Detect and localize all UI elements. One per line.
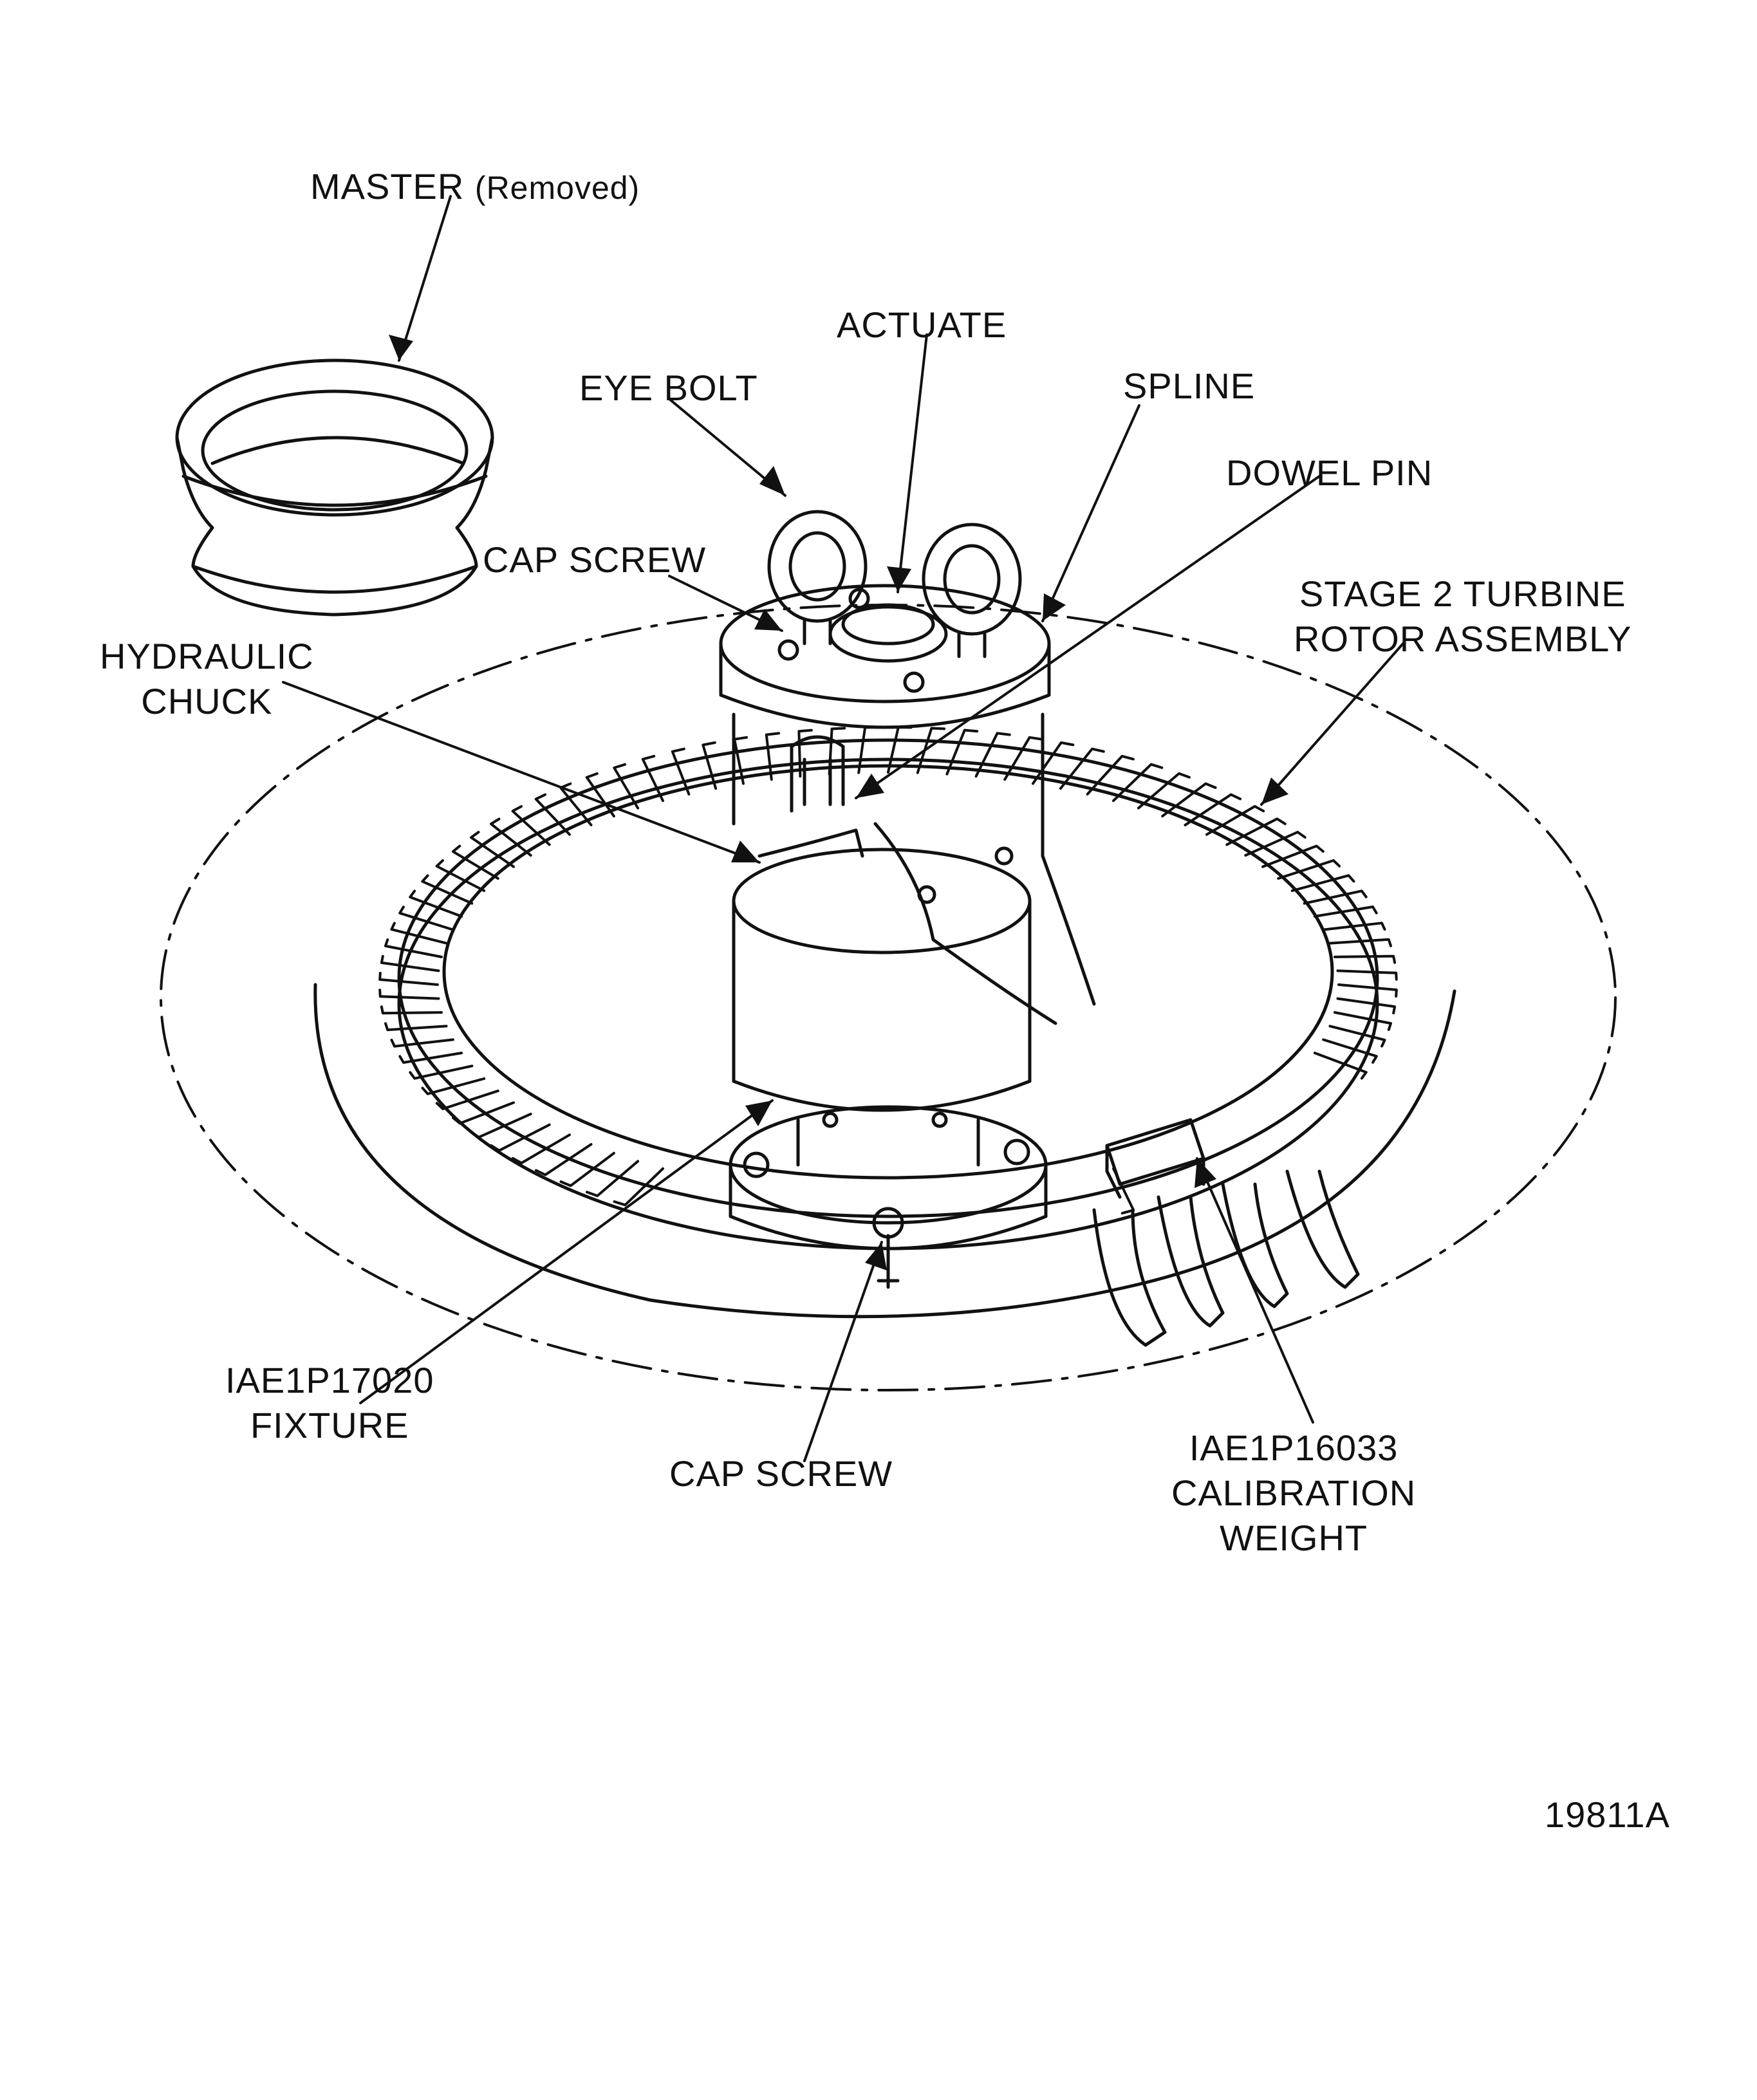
- rotor-ring: [397, 738, 1379, 1250]
- fixture-line2: FIXTURE: [250, 1405, 409, 1445]
- rotor-blade: [534, 793, 571, 836]
- rotor-blade: [511, 805, 551, 846]
- rotor-blade: [1336, 997, 1397, 1015]
- rotor-blade: [702, 741, 718, 790]
- rotor-blade: [378, 989, 440, 1000]
- rotor-blade: [398, 1052, 463, 1064]
- fixture-label: IAE1P17020 FIXTURE: [225, 1358, 434, 1448]
- hydraulic-chuck-line2: CHUCK: [141, 681, 273, 721]
- rotor-blade: [1261, 844, 1325, 868]
- rotor-blade: [435, 1090, 499, 1110]
- rotor-blade: [384, 1022, 448, 1032]
- rotor-blade: [1303, 889, 1368, 905]
- calibration-weight: [1092, 1118, 1360, 1347]
- eye-bolt-right: [922, 523, 1022, 636]
- rotor-blade: [384, 938, 443, 958]
- rotor-blade: [1322, 922, 1386, 931]
- rotor-blade: [380, 954, 440, 972]
- dowel-pin-label: DOWEL PIN: [1226, 452, 1433, 493]
- rotor-blade: [1112, 763, 1164, 803]
- rotor-blade: [390, 1038, 454, 1048]
- rotor-blades: [378, 726, 1398, 1215]
- rotor-blade: [1313, 1052, 1368, 1080]
- rotor-blade: [559, 1151, 615, 1187]
- rotor-blade: [765, 732, 781, 781]
- rotor-blade: [421, 1077, 486, 1095]
- rotor-blade: [1225, 817, 1287, 846]
- rotor-blade: [470, 1112, 532, 1139]
- rotor-blade: [390, 922, 448, 945]
- rotor-blade: [452, 1101, 515, 1125]
- calibration-weight-label: IAE1P16033 CALIBRATION WEIGHT: [1171, 1426, 1416, 1561]
- rotor-blade: [1003, 736, 1043, 781]
- eye-bolt-left: [767, 510, 868, 623]
- rotor-blade: [1328, 938, 1392, 947]
- rotor-blade: [1277, 859, 1341, 880]
- stage2-rotor-label: STAGE 2 TURBINE ROTOR ASSEMBLY: [1294, 571, 1632, 662]
- rotor-blade: [613, 763, 640, 810]
- master-removed-note: (Removed): [474, 170, 640, 206]
- rotor-blade: [586, 1160, 640, 1198]
- rotor-blade: [1328, 1025, 1386, 1048]
- rotor-blade: [1244, 830, 1306, 857]
- rotor-blade: [398, 906, 454, 931]
- master-ring: [175, 358, 494, 617]
- rotor-blade: [490, 1123, 551, 1152]
- rotor-blade: [409, 1064, 474, 1080]
- rotor-blade: [421, 874, 474, 905]
- stage2-rotor-line1: STAGE 2 TURBINE: [1299, 573, 1626, 614]
- rotor-blade: [916, 727, 946, 774]
- rotor-blade: [797, 729, 813, 778]
- rotor-blade: [1322, 1038, 1378, 1064]
- hydraulic-chuck-line1: HYDRAULIC: [100, 636, 314, 676]
- master-label: MASTER (Removed): [310, 166, 640, 207]
- rotor-blade: [380, 1005, 443, 1015]
- cap-screw-bottom-label: CAP SCREW: [669, 1453, 893, 1494]
- calibration-weight-line1: IAE1P16033: [1189, 1427, 1399, 1468]
- rotor-blade: [490, 817, 532, 857]
- rotor-blade: [451, 844, 499, 880]
- rotor-blade: [1337, 983, 1398, 998]
- rotor-blade: [1161, 782, 1217, 818]
- rotor-blade: [1334, 954, 1397, 964]
- rotor-blade: [435, 859, 486, 892]
- rotor-blade: [511, 1133, 571, 1165]
- rotor-blade: [1290, 874, 1355, 892]
- hydraulic-chuck-label: HYDRAULIC CHUCK: [100, 634, 314, 724]
- leader-lines: [282, 195, 1404, 1462]
- actuate-label: ACTUATE: [837, 304, 1007, 345]
- rotor-blade: [1086, 754, 1135, 795]
- spline-label: SPLINE: [1123, 366, 1256, 406]
- rotor-blade: [1313, 906, 1378, 918]
- cap-screw-top-label: CAP SCREW: [483, 539, 707, 580]
- calibration-weight-line2: CALIBRATION: [1171, 1473, 1417, 1513]
- figure-number: 19811A: [1545, 1794, 1670, 1835]
- rotor-blade: [671, 747, 691, 795]
- rotor-blade: [613, 1167, 664, 1207]
- rotor-blade: [534, 1143, 593, 1176]
- base-plate: [313, 983, 1456, 1319]
- rotor-blade: [1336, 969, 1398, 981]
- rotor-blade: [641, 754, 664, 803]
- stage2-rotor-line2: ROTOR ASSEMBLY: [1294, 618, 1632, 659]
- rotor-blade: [1334, 1011, 1392, 1031]
- calibration-weight-line3: WEIGHT: [1220, 1518, 1368, 1558]
- rotor-blade: [1059, 747, 1105, 790]
- rotor-blade: [378, 972, 439, 986]
- rotor-blade: [1184, 793, 1242, 826]
- rotor-blade: [1205, 804, 1265, 836]
- fixture-line1: IAE1P17020: [225, 1360, 434, 1400]
- rotor-blade: [945, 729, 979, 776]
- eye-bolt-label: EYE BOLT: [579, 367, 758, 408]
- arrowheads: [389, 335, 1288, 1270]
- rotor-blade: [974, 732, 1011, 778]
- rotor-blade: [409, 889, 463, 918]
- rotor-blade: [470, 831, 515, 868]
- hydraulic-chuck: [719, 510, 1096, 1289]
- rotor-blade: [1137, 772, 1191, 810]
